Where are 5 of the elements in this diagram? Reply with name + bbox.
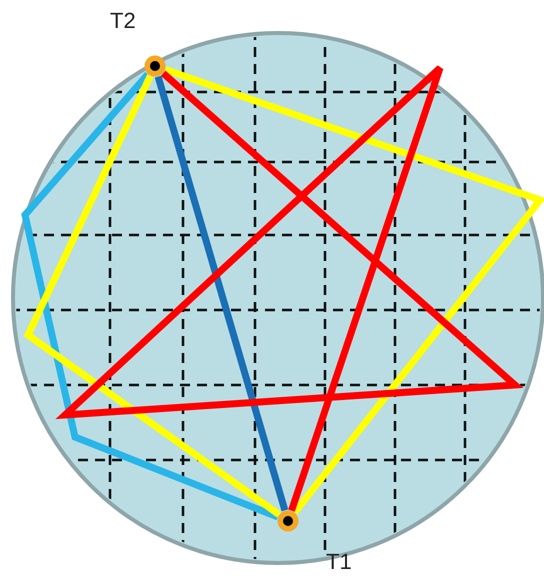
- route-line: [164, 66, 544, 514]
- point-label: T2: [110, 8, 136, 34]
- route-line: [154, 76, 288, 512]
- route-line: [55, 64, 524, 512]
- point-label: T1: [326, 549, 352, 575]
